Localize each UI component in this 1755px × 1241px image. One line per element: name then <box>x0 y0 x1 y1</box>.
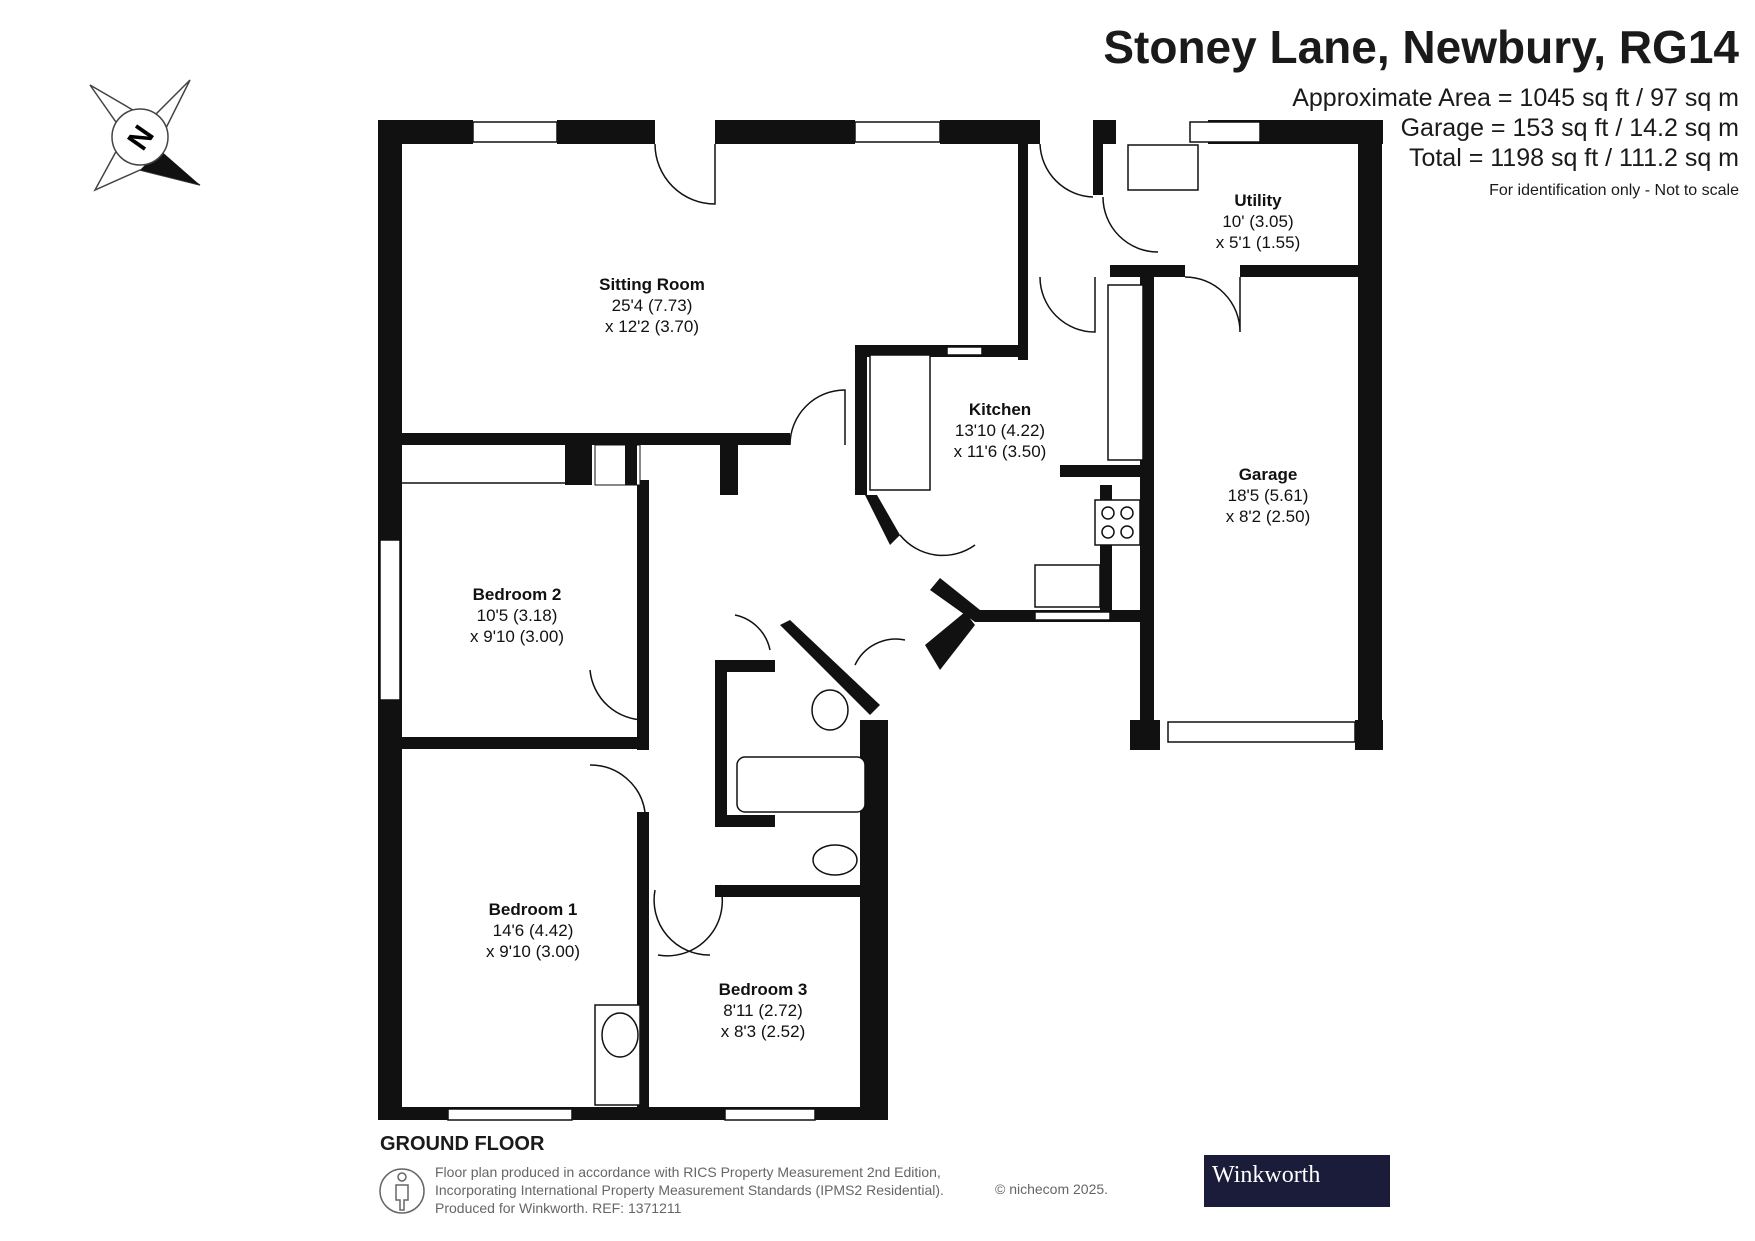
room-kitchen: Kitchen 13'10 (4.22) x 11'6 (3.50) <box>954 400 1047 461</box>
area-summary: Approximate Area = 1045 sq ft / 97 sq m … <box>1292 83 1739 173</box>
footer-notes: Floor plan produced in accordance with R… <box>435 1163 944 1217</box>
floor-label: GROUND FLOOR <box>380 1133 545 1155</box>
utility-sink <box>1127 144 1199 191</box>
footer-line: Incorporating International Property Mea… <box>435 1182 944 1198</box>
person-icon <box>379 1168 425 1214</box>
brand-logo: Winkworth <box>1204 1155 1390 1207</box>
room-garage: Garage 18'5 (5.61) x 8'2 (2.50) <box>1226 465 1311 526</box>
room-dimension: x 8'2 (2.50) <box>1226 507 1311 526</box>
kitchen-tall-unit <box>1107 284 1144 461</box>
room-dimension: 13'10 (4.22) <box>955 421 1045 440</box>
plan-title: Stoney Lane, Newbury, RG14 <box>1103 21 1739 73</box>
scale-disclaimer: For identification only - Not to scale <box>1489 182 1739 199</box>
door-swings <box>589 143 1241 957</box>
room-dimension: 8'11 (2.72) <box>723 1001 802 1020</box>
hob <box>1094 499 1141 546</box>
area-line-approx: Approximate Area = 1045 sq ft / 97 sq m <box>1292 84 1739 112</box>
room-bedroom-1: Bedroom 1 14'6 (4.42) x 9'10 (3.00) <box>486 900 580 961</box>
bath <box>736 756 866 813</box>
room-dimension: x 12'2 (3.70) <box>605 317 699 336</box>
room-name: Bedroom 3 <box>719 980 808 999</box>
room-dimension: 25'4 (7.73) <box>612 296 693 315</box>
room-utility: Utility 10' (3.05) x 5'1 (1.55) <box>1216 191 1301 252</box>
room-bedroom-3: Bedroom 3 8'11 (2.72) x 8'3 (2.52) <box>719 980 808 1041</box>
kitchen-sink <box>1034 564 1101 608</box>
toilet <box>812 844 858 876</box>
room-name: Kitchen <box>969 400 1031 419</box>
room-dimension: 10'5 (3.18) <box>477 606 558 625</box>
room-dimension: x 9'10 (3.00) <box>470 627 564 646</box>
room-dimension: x 5'1 (1.55) <box>1216 233 1301 252</box>
room-dimension: x 9'10 (3.00) <box>486 942 580 961</box>
kitchen-unit <box>869 354 931 491</box>
bathroom-basin <box>811 689 849 731</box>
footer-line: Produced for Winkworth. REF: 1371211 <box>435 1200 682 1216</box>
area-line-garage: Garage = 153 sq ft / 14.2 sq m <box>1400 114 1739 142</box>
copyright: © nichecom 2025. <box>995 1181 1109 1197</box>
footer-line: Floor plan produced in accordance with R… <box>435 1164 941 1180</box>
room-dimension: 14'6 (4.42) <box>493 921 574 940</box>
windows <box>379 121 1356 1121</box>
room-bedroom-2: Bedroom 2 10'5 (3.18) x 9'10 (3.00) <box>470 585 564 646</box>
room-name: Sitting Room <box>599 275 705 294</box>
room-sitting-room: Sitting Room 25'4 (7.73) x 12'2 (3.70) <box>599 275 705 336</box>
room-dimension: x 8'3 (2.52) <box>721 1022 806 1041</box>
room-name: Garage <box>1239 465 1298 484</box>
room-name: Utility <box>1234 191 1282 210</box>
room-dimension: 10' (3.05) <box>1222 212 1293 231</box>
area-line-total: Total = 1198 sq ft / 111.2 sq m <box>1408 144 1739 172</box>
compass-icon: N <box>89 79 201 192</box>
room-dimension: x 11'6 (3.50) <box>954 442 1047 461</box>
room-dimension: 18'5 (5.61) <box>1228 486 1309 505</box>
room-name: Bedroom 1 <box>489 900 578 919</box>
fixtures <box>402 144 1199 1106</box>
room-name: Bedroom 2 <box>473 585 562 604</box>
